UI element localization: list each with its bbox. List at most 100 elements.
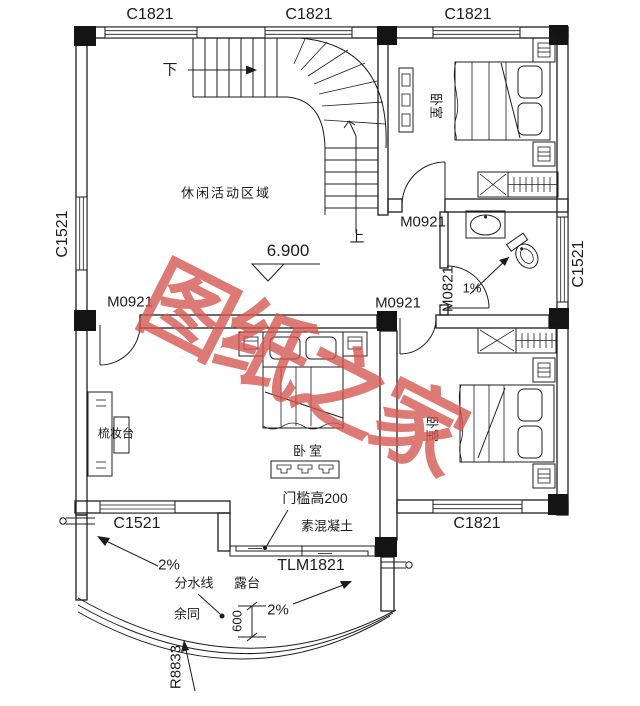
label-stair-down: 下 — [162, 61, 178, 79]
door-label-m0821: M0821 — [439, 266, 457, 312]
door-m0821-bath — [446, 265, 490, 309]
columns — [74, 25, 569, 557]
column — [377, 26, 397, 45]
wall-bed1-bottom-right — [444, 198, 569, 213]
door-m0921-left — [99, 324, 141, 366]
windows — [75, 26, 569, 514]
terrace-arc-outer — [77, 597, 397, 649]
door-tlm1821-sliding — [229, 545, 376, 557]
dressing-table — [87, 391, 130, 477]
wall-bed1-bottom-left — [387, 198, 403, 213]
sink — [465, 210, 506, 239]
label-slope-bath: 1% — [462, 280, 482, 296]
label-concrete: 素混凝土 — [300, 518, 354, 534]
bench-bottom — [270, 460, 340, 479]
wall-terrace-right — [380, 556, 395, 612]
terrace-arc-inner — [77, 611, 391, 660]
door-label-tlm1821: TLM1821 — [277, 557, 345, 574]
label-water-divide: 分水线 — [174, 575, 214, 591]
dim-600 — [238, 601, 266, 642]
slope-arrow-left — [97, 536, 159, 567]
bed-top-right — [453, 37, 556, 167]
column — [377, 311, 397, 331]
label-dim-600: 600 — [229, 610, 245, 632]
label-slope-right: 2% — [267, 601, 289, 619]
radius-leader — [181, 640, 196, 692]
door-m0921-middle — [399, 317, 437, 355]
nightstand — [532, 357, 556, 383]
wall-middle-left — [139, 314, 378, 329]
nightstand — [532, 463, 556, 489]
wall-stairs-right — [377, 37, 389, 216]
nightstand — [238, 331, 264, 357]
nightstand — [532, 141, 556, 167]
doors — [99, 161, 490, 557]
stair-outer-arc — [299, 37, 387, 149]
room-label-bedroom-3: 卧室 — [292, 443, 326, 459]
label-stair-up: 上 — [349, 228, 365, 246]
window-label-c1821-3: C1821 — [444, 6, 492, 23]
column — [375, 537, 397, 557]
terrace — [59, 509, 413, 692]
window-label-c1521-right: C1521 — [570, 240, 587, 288]
label-rest-same: 余同 — [173, 606, 201, 622]
room-label-bedroom-1: 卧室 — [428, 92, 444, 120]
cabinet-top-right — [398, 67, 414, 133]
column — [74, 310, 96, 331]
nightstand — [532, 37, 556, 63]
window-label-c1821-bottom: C1821 — [453, 515, 501, 532]
water-divide-leader — [197, 593, 225, 619]
window-label-c1521-bottom: C1521 — [113, 515, 161, 532]
bathroom-fixtures — [465, 210, 539, 295]
window-c1521-bottom — [99, 500, 176, 514]
wall-terrace-left — [75, 514, 88, 601]
window-c1521-right — [556, 216, 569, 303]
wall-left — [75, 26, 88, 516]
door-label-m0921-left: M0921 — [107, 293, 153, 311]
window-c1521-left — [75, 196, 88, 271]
elevation-mark — [250, 263, 320, 282]
terrace-arc-mid — [77, 604, 394, 655]
bath-slope-arrow — [469, 256, 510, 295]
label-threshold: 门槛高200 — [282, 490, 348, 506]
bed-mid-right — [458, 357, 556, 489]
door-m0921-upper — [401, 161, 446, 206]
window-label-c1521-left: C1521 — [54, 210, 71, 258]
label-slope-left: 2% — [158, 556, 180, 574]
door-label-m0921-middle: M0921 — [375, 294, 421, 312]
room-label-terrace: 露台 — [233, 575, 261, 591]
window-c1821-top-2 — [264, 26, 353, 39]
wall-bath-left-upper — [439, 211, 449, 269]
toilet — [505, 232, 539, 269]
wardrobe-mid-right — [477, 327, 557, 354]
room-label-leisure: 休闲活动区域 — [180, 185, 272, 201]
column — [74, 26, 96, 46]
threshold-leader — [263, 509, 289, 550]
column — [549, 308, 569, 329]
nightstand — [342, 331, 368, 357]
door-label-m0921-upper: M0921 — [400, 213, 446, 231]
column — [549, 25, 568, 45]
window-c1821-bottom — [432, 499, 523, 514]
label-dressing-table: 梳妆台 — [97, 426, 135, 441]
stair-up-arrow — [343, 120, 357, 233]
pipe-left — [59, 517, 95, 525]
wall-middle-right — [435, 314, 550, 329]
window-c1821-top-1 — [104, 26, 198, 39]
stair-down-arrow — [188, 65, 257, 75]
pipe-right — [381, 561, 413, 569]
wardrobe-top-right — [477, 171, 559, 198]
window-label-c1821-2: C1821 — [285, 6, 333, 23]
staircase — [188, 37, 387, 233]
column — [548, 494, 568, 515]
slope-arrow-right — [292, 581, 352, 605]
bed-bottom — [238, 331, 368, 430]
label-radius: R8833 — [167, 644, 185, 690]
stair-inner-arc — [286, 96, 326, 149]
window-label-c1821-1: C1821 — [126, 6, 174, 23]
label-elevation: 6.900 — [266, 241, 310, 260]
window-c1821-top-3 — [432, 26, 521, 39]
room-label-bedroom-2: 卧室 — [424, 415, 440, 443]
